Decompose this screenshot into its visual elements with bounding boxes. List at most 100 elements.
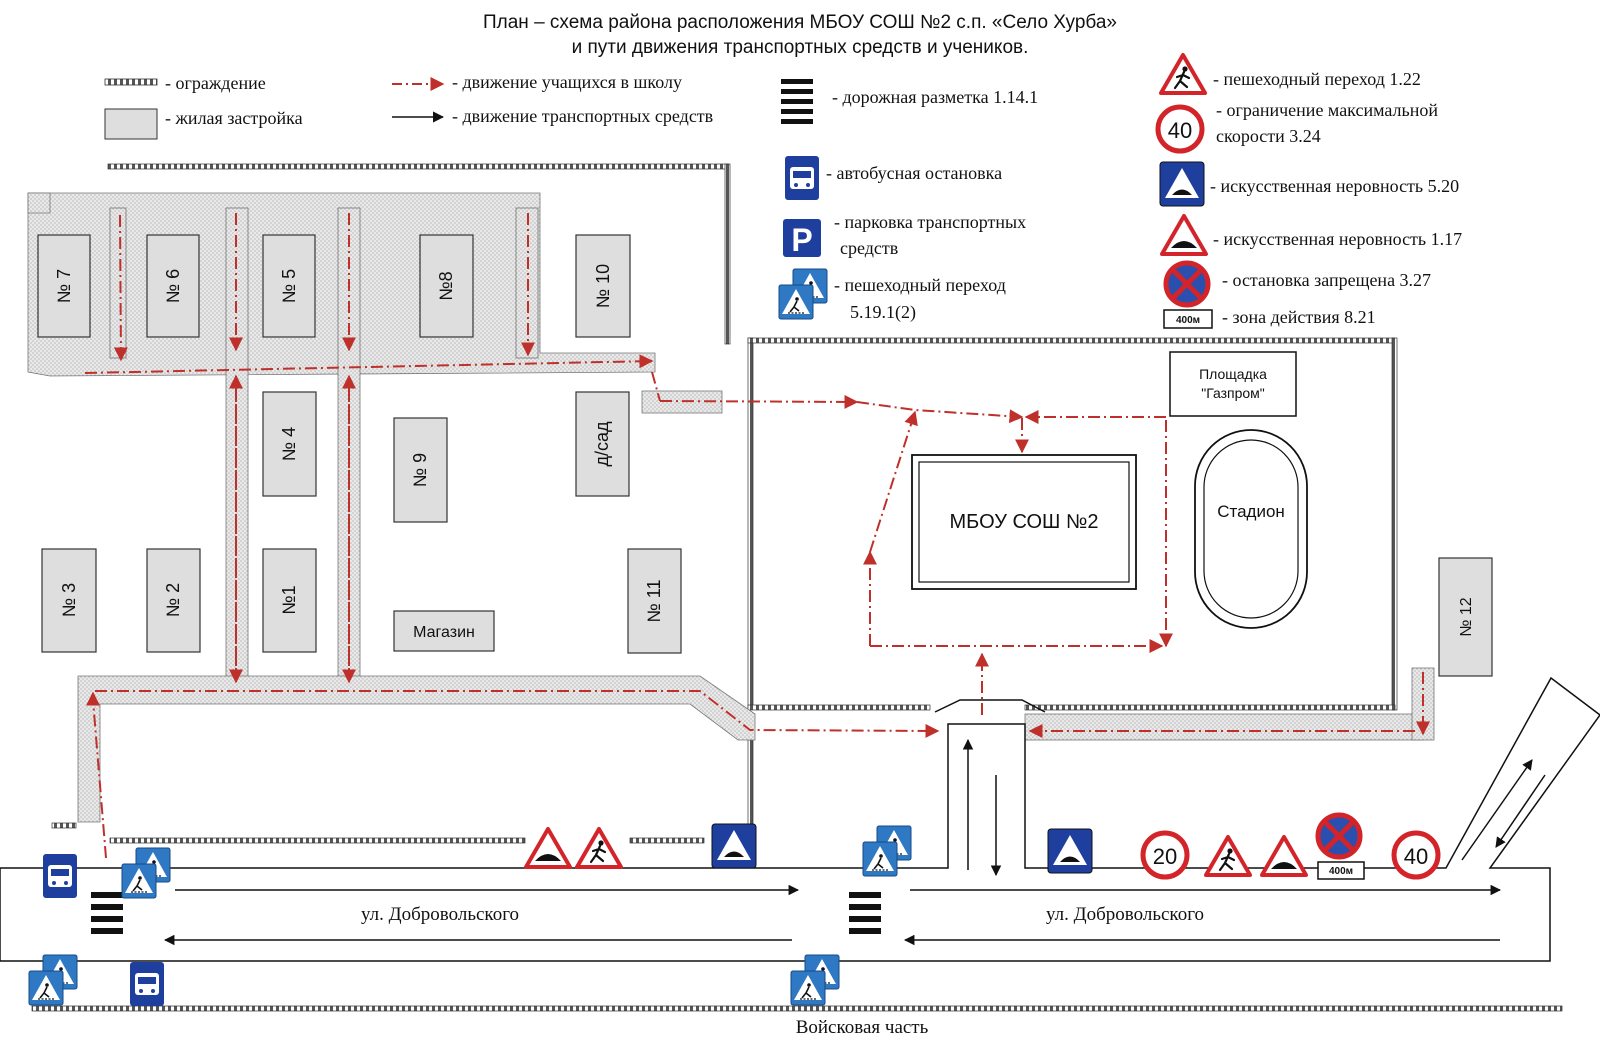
fence-top-right-vertical [724, 163, 731, 345]
ped-warning-sign-west [575, 827, 623, 869]
building-9 [393, 417, 448, 523]
vehicle-arrow-ne-up [1461, 759, 1533, 861]
road-signs: 20 400м 40 [29, 815, 1438, 1006]
legend-no-stopping-icon [1166, 263, 1208, 305]
legend-bump-117-icon [1160, 214, 1208, 256]
legend-marking-label: - дорожная разметка 1.14.1 [832, 87, 1038, 107]
stadium-track-inner [1203, 439, 1299, 619]
school-driveway-gate [934, 699, 1046, 713]
route-entry-east [659, 394, 859, 409]
building-1-label: №1 [279, 585, 299, 614]
legend-marking-icon [781, 79, 813, 124]
legend-students-label: - движение учащихся в школу [452, 72, 682, 92]
school-grounds: МБОУ СОШ №2 Площадка "Газпром" Стадион [911, 351, 1308, 629]
fences [31, 163, 1563, 1012]
building-3 [41, 548, 97, 653]
route-diagonal [856, 401, 1024, 424]
legend-bump-117-label: - искусственная неровность 1.17 [1213, 229, 1462, 249]
building-11-label: № 11 [644, 580, 664, 623]
bump-warning-sign-west [524, 827, 572, 869]
legend-bus-stop-label: - автобусная остановка [826, 163, 1002, 183]
kindergarten [575, 391, 630, 497]
building-labels: № 7 № 6 № 5 №8 № 10 № 4 № 9 д/сад № 3 № … [54, 264, 1475, 641]
legend-ped-crossing-5191-label-2: 5.19.1(2) [850, 302, 916, 323]
fence-school-bottom-right [1024, 704, 1396, 711]
sidewalk-bottom-row [77, 675, 756, 823]
svg-text:20: 20 [1153, 844, 1177, 869]
bump-sign-square-east [1047, 828, 1093, 874]
legend-bump-520-label: - искусственная неровность 5.20 [1210, 176, 1459, 196]
fence-school-top [747, 337, 1396, 344]
building-3-label: № 3 [59, 583, 79, 617]
legend-ped-crossing-5191-label-1: - пешеходный переход [834, 275, 1006, 295]
kindergarten-label: д/сад [592, 421, 612, 467]
route-left-up [86, 691, 107, 859]
building-8-label: №8 [436, 271, 456, 300]
building-11 [627, 548, 682, 654]
legend-speed-limit-label-2: скорости 3.24 [1216, 126, 1321, 146]
school-building-inner [918, 461, 1130, 583]
vehicle-arrow-ne-down [1495, 774, 1546, 848]
legend-no-stopping-label: - остановка запрещена 3.27 [1222, 270, 1431, 290]
building-12 [1438, 557, 1493, 677]
playground-gazprom [1169, 351, 1297, 417]
fence-left-stub [51, 822, 77, 829]
svg-text:400м: 400м [1176, 315, 1200, 326]
bump-warning-sign-east [1260, 835, 1308, 877]
playground-label-1: Площадка [1199, 366, 1267, 382]
fence-school-bottom-left [747, 704, 931, 711]
svg-text:40: 40 [1168, 118, 1192, 143]
legend-speed-limit-label-1: - ограничение максимальной [1216, 100, 1438, 120]
legend-bus-stop-icon [785, 156, 819, 200]
legend-fence-swatch [104, 78, 158, 86]
legend-parking-icon: P [783, 219, 821, 258]
building-5-label: № 5 [279, 269, 299, 303]
building-6-label: № 6 [163, 269, 183, 303]
no-stopping-sign [1318, 815, 1360, 857]
shop-label: Магазин [413, 624, 475, 641]
fence-school-right [1391, 337, 1398, 711]
svg-text:400м: 400м [1329, 866, 1353, 877]
buildings [37, 234, 1493, 677]
legend-ped-crossing-122-label: - пешеходный переход 1.22 [1213, 69, 1421, 89]
map-title-line2: и пути движения транспортных средств и у… [572, 37, 1029, 58]
building-2-label: № 2 [163, 583, 183, 617]
svg-text:40: 40 [1404, 844, 1428, 869]
vehicle-flow [163, 738, 1546, 946]
fence-bottom [31, 1005, 1563, 1012]
building-12-label: № 12 [1458, 597, 1475, 637]
street-label-right: ул. Добровольского [1046, 904, 1204, 925]
legend-residential-label: - жилая застройка [165, 108, 303, 128]
svg-text:P: P [791, 222, 812, 258]
legend: - ограждение - жилая застройка - движени… [104, 53, 1462, 329]
route-loop-left-diag [869, 410, 918, 553]
sidewalk-left-stub [27, 192, 51, 214]
legend-residential-swatch [104, 108, 158, 140]
sidewalk-col-a [109, 207, 127, 359]
building-10 [575, 234, 631, 338]
route-to-school-entry [651, 371, 661, 402]
speed-limit-20-sign: 20 [1143, 833, 1187, 877]
building-10-label: № 10 [593, 264, 613, 308]
student-routes [84, 213, 1430, 859]
building-5 [262, 234, 316, 338]
legend-zone-821-icon: 400м [1163, 309, 1213, 329]
building-7-label: № 7 [54, 269, 74, 303]
military-unit-label: Войсковая часть [796, 1017, 929, 1038]
legend-zone-821-label: - зона действия 8.21 [1222, 307, 1376, 327]
route-top-row [84, 354, 654, 374]
school-name: МБОУ СОШ №2 [950, 511, 1099, 533]
ped-crossing-sign-sw [29, 955, 77, 1005]
fence-left-middle [747, 337, 754, 709]
legend-parking-label-1: - парковка транспортных [834, 212, 1026, 232]
legend-fence-label: - ограждение [165, 73, 266, 93]
route-bottom-row [95, 690, 940, 738]
legend-speed-limit-icon: 40 [1158, 107, 1202, 151]
building-6 [146, 234, 200, 338]
zone-plate-sign: 400м [1317, 861, 1365, 880]
fence-top [107, 163, 729, 170]
legend-bump-520-icon [1159, 161, 1205, 207]
bump-sign-square-west [711, 823, 757, 869]
playground-label-2: "Газпром" [1201, 385, 1265, 401]
